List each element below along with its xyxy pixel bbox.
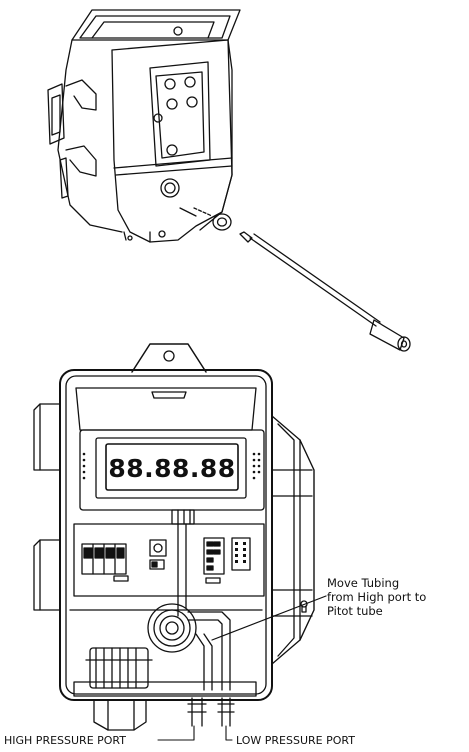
low-pressure-port-label: LOW PRESSURE PORT	[236, 734, 355, 747]
callout-line-1: Move Tubing	[327, 576, 400, 590]
display-readout: 88.88.88	[108, 454, 235, 483]
callout-line-2: from High port to	[327, 590, 427, 604]
callout-instruction: Move Tubing from High port to Pitot tube	[327, 576, 467, 618]
enclosure-front-view	[33, 343, 327, 741]
high-pressure-port-label: HIGH PRESSURE PORT	[4, 734, 126, 747]
pitot-tube	[193, 207, 411, 352]
callout-line-3: Pitot tube	[327, 604, 383, 618]
enclosure-rear-view	[47, 9, 241, 243]
